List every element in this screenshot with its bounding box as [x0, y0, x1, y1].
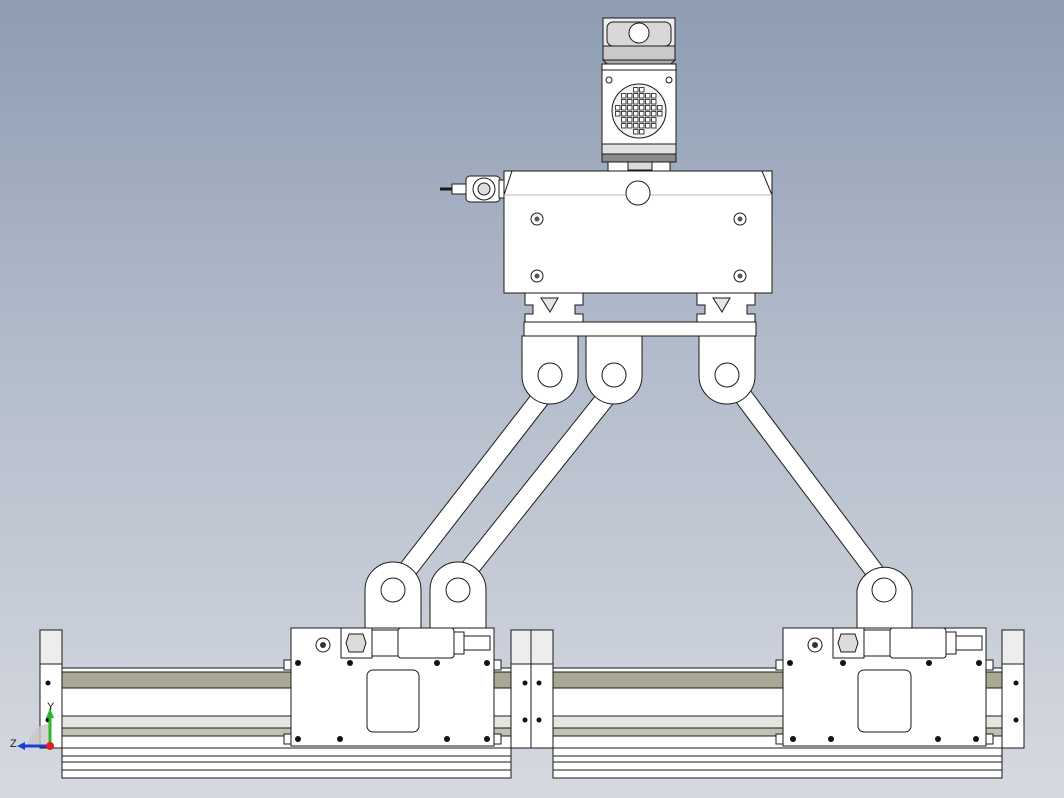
grille-cell	[651, 111, 657, 117]
fan-grille	[615, 87, 663, 135]
grille-cell	[627, 123, 633, 129]
grille-cell	[633, 87, 639, 93]
grille-cell	[639, 99, 645, 105]
grille-cell	[627, 99, 633, 105]
motor-terminal-box	[601, 17, 677, 65]
grille-cell	[639, 117, 645, 123]
proximity-sensor	[440, 175, 508, 203]
motor-fan-cover	[601, 63, 677, 173]
grille-cell	[651, 117, 657, 123]
grille-cell	[657, 105, 663, 111]
grille-cell	[645, 117, 651, 123]
grille-cell	[633, 123, 639, 129]
grille-cell	[621, 123, 627, 129]
grille-cell	[639, 123, 645, 129]
grille-cell	[633, 117, 639, 123]
grille-cell	[645, 99, 651, 105]
grille-cell	[633, 105, 639, 111]
grille-cell	[639, 129, 645, 135]
grille-cell	[633, 129, 639, 135]
grille-cell	[615, 111, 621, 117]
grille-cell	[639, 105, 645, 111]
grille-cell	[651, 105, 657, 111]
grille-cell	[627, 117, 633, 123]
grille-cell	[651, 123, 657, 129]
grille-cell	[639, 111, 645, 117]
left-linear-module	[39, 627, 534, 779]
grille-cell	[627, 105, 633, 111]
grille-cell	[615, 105, 621, 111]
grille-cell	[621, 93, 627, 99]
housing-screws	[530, 212, 747, 283]
grille-cell	[633, 111, 639, 117]
bottom-pivot-lugs	[364, 561, 913, 629]
grille-cell	[645, 105, 651, 111]
grille-cell	[621, 105, 627, 111]
grille-cell	[645, 111, 651, 117]
top-mounting-brackets	[521, 292, 757, 405]
right-arm	[726, 381, 892, 587]
motor-assembly	[601, 17, 677, 173]
gearbox-housing	[503, 170, 773, 294]
grille-cell	[621, 99, 627, 105]
grille-cell	[621, 111, 627, 117]
linkage-arms	[396, 381, 892, 587]
grille-cell	[651, 93, 657, 99]
origin-dot	[46, 742, 54, 750]
grille-cell	[639, 93, 645, 99]
coordinate-triad[interactable]: Y Z	[10, 701, 55, 750]
right-linear-module	[530, 627, 1025, 779]
grille-cell	[627, 93, 633, 99]
grille-cell	[633, 93, 639, 99]
y-axis-label: Y	[47, 701, 55, 713]
grille-cell	[651, 99, 657, 105]
grille-cell	[627, 111, 633, 117]
grille-cell	[657, 111, 663, 117]
grille-cell	[645, 93, 651, 99]
grille-cell	[645, 123, 651, 129]
grille-cell	[639, 87, 645, 93]
z-axis-label: Z	[10, 738, 17, 750]
grille-cell	[633, 99, 639, 105]
grille-cell	[621, 117, 627, 123]
